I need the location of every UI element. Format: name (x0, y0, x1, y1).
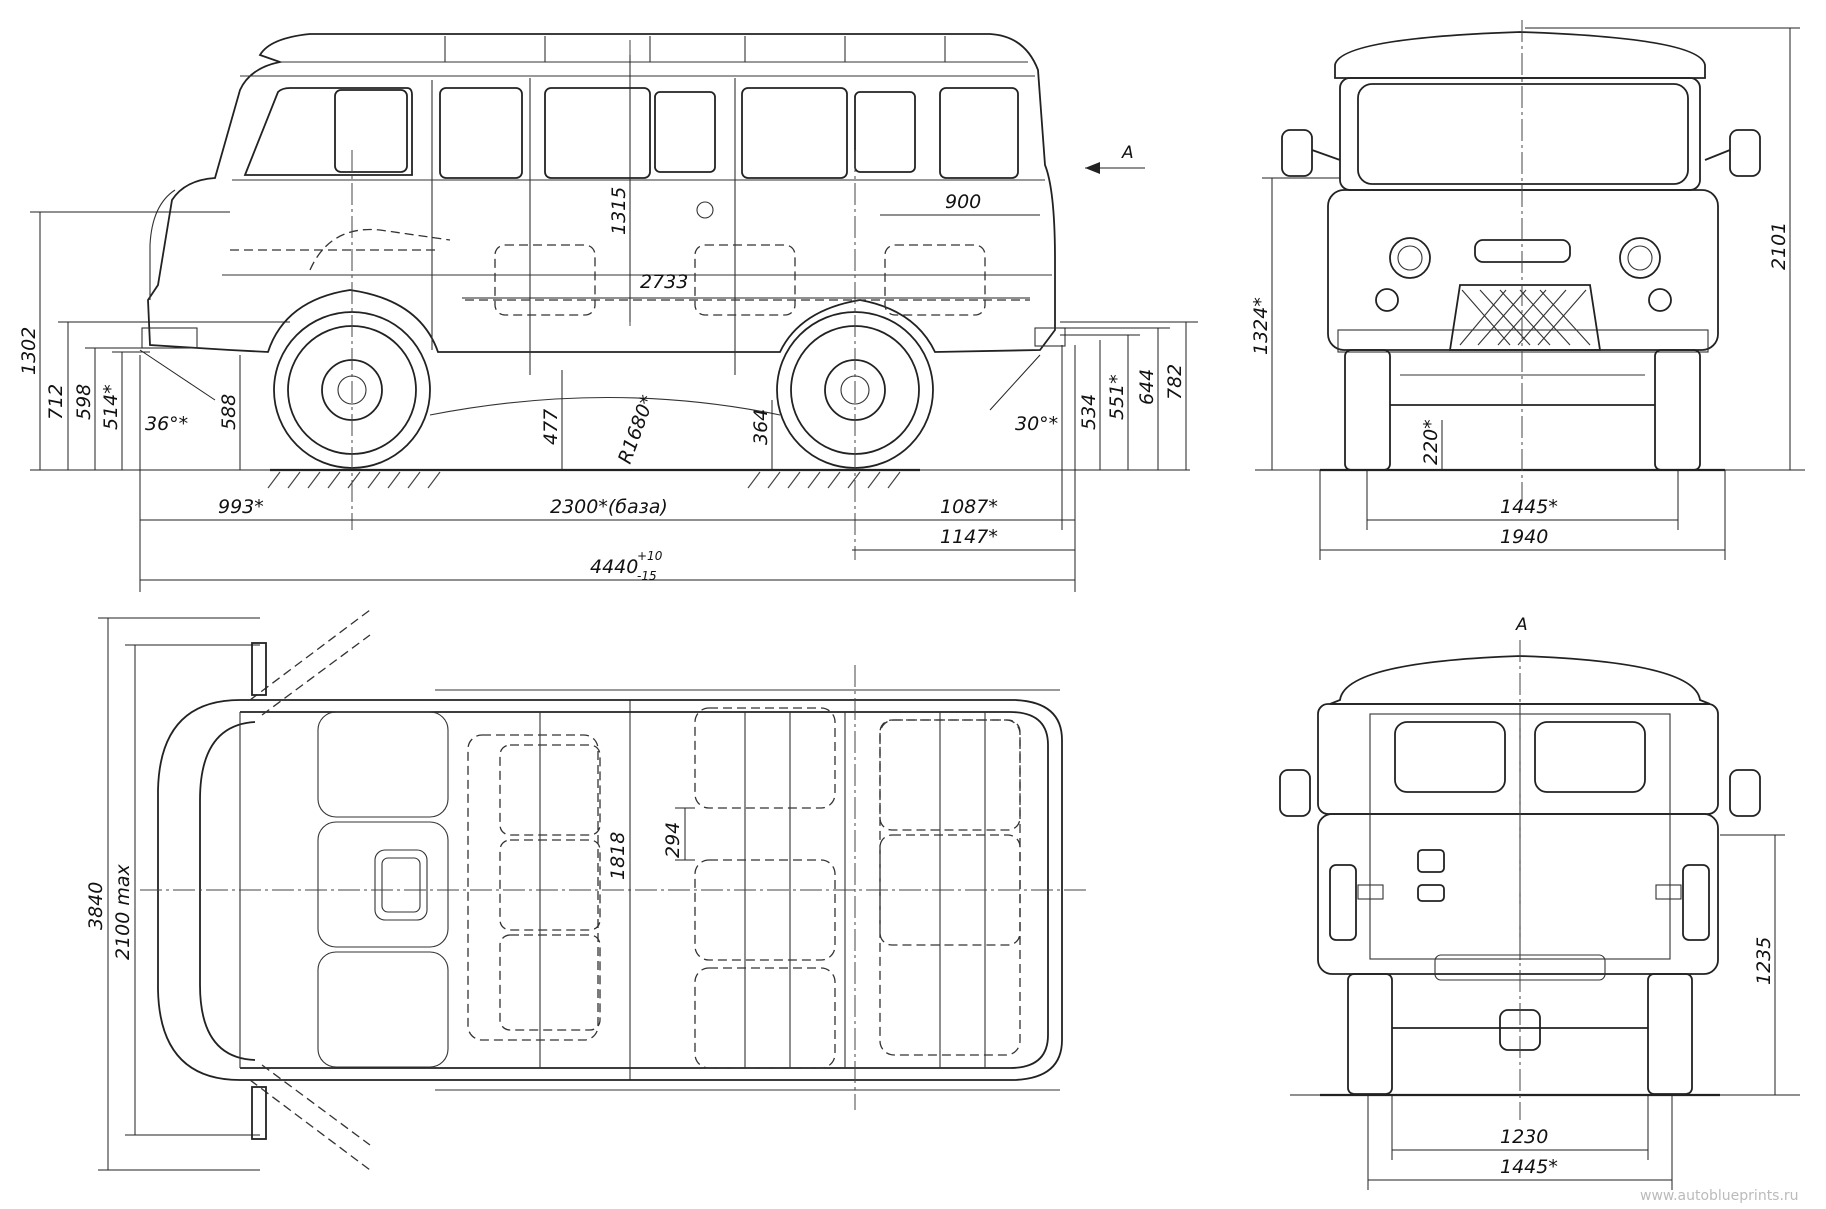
dim-4440-tol-upper: +10 (637, 549, 663, 563)
dim-712: 712 (45, 384, 67, 420)
dim-534: 534 (1078, 394, 1100, 430)
dim-782: 782 (1164, 364, 1186, 400)
rear-view: A 1235 (1279, 615, 1800, 1190)
front-view: 2101 1324* 220* 1445* 1940 (1250, 20, 1805, 560)
dim-1230: 1230 (1500, 1126, 1548, 1148)
watermark: www.autoblueprints.ru (1640, 1188, 1799, 1204)
front-body-outline (1334, 31, 1706, 79)
dim-1818: 1818 (607, 832, 629, 880)
dim-1302: 1302 (18, 327, 40, 375)
dim-1315: 1315 (608, 187, 630, 235)
dim-1445-rear: 1445* (1500, 1156, 1558, 1178)
dim-364: 364 (750, 409, 772, 445)
dim-r1680: R1680* (614, 392, 659, 466)
dim-551: 551* (1106, 374, 1128, 420)
dim-4440: 4440 (590, 556, 638, 578)
angle-30: 30°* (1015, 413, 1058, 435)
dim-644: 644 (1136, 369, 1158, 405)
rear-body-outline (1329, 655, 1711, 705)
dim-220: 220* (1420, 419, 1442, 465)
angle-36: 36°* (145, 413, 188, 435)
dim-598: 598 (73, 384, 95, 420)
side-view: A 1302 712 598 514* 588 477 364 534 551*… (18, 33, 1198, 592)
dim-2733: 2733 (640, 271, 688, 293)
dim-993: 993* (218, 496, 264, 518)
dim-514: 514* (100, 384, 122, 430)
dim-2101: 2101 (1768, 222, 1790, 270)
dim-477: 477 (540, 409, 562, 445)
dim-294: 294 (662, 822, 684, 858)
dim-4440-tol-lower: -15 (637, 569, 657, 583)
view-a-label: A (1515, 615, 1528, 635)
dim-1147: 1147* (940, 526, 998, 548)
dim-3840: 3840 (85, 882, 107, 930)
dim-1445-front: 1445* (1500, 496, 1558, 518)
dim-2300-base: 2300*(база) (550, 496, 668, 518)
dim-1087: 1087* (940, 496, 998, 518)
dim-1324: 1324* (1250, 297, 1272, 355)
top-body-outline (157, 699, 1063, 1081)
dim-2100-max: 2100 max (112, 863, 134, 960)
dim-900: 900 (945, 191, 981, 213)
dim-1235: 1235 (1753, 937, 1775, 985)
dim-1940: 1940 (1500, 526, 1548, 548)
top-view: 3840 2100 max 294 1818 (85, 609, 1090, 1171)
view-a-arrow-label: A (1121, 143, 1134, 163)
side-body-outline (147, 33, 1056, 353)
dim-588: 588 (218, 394, 240, 430)
